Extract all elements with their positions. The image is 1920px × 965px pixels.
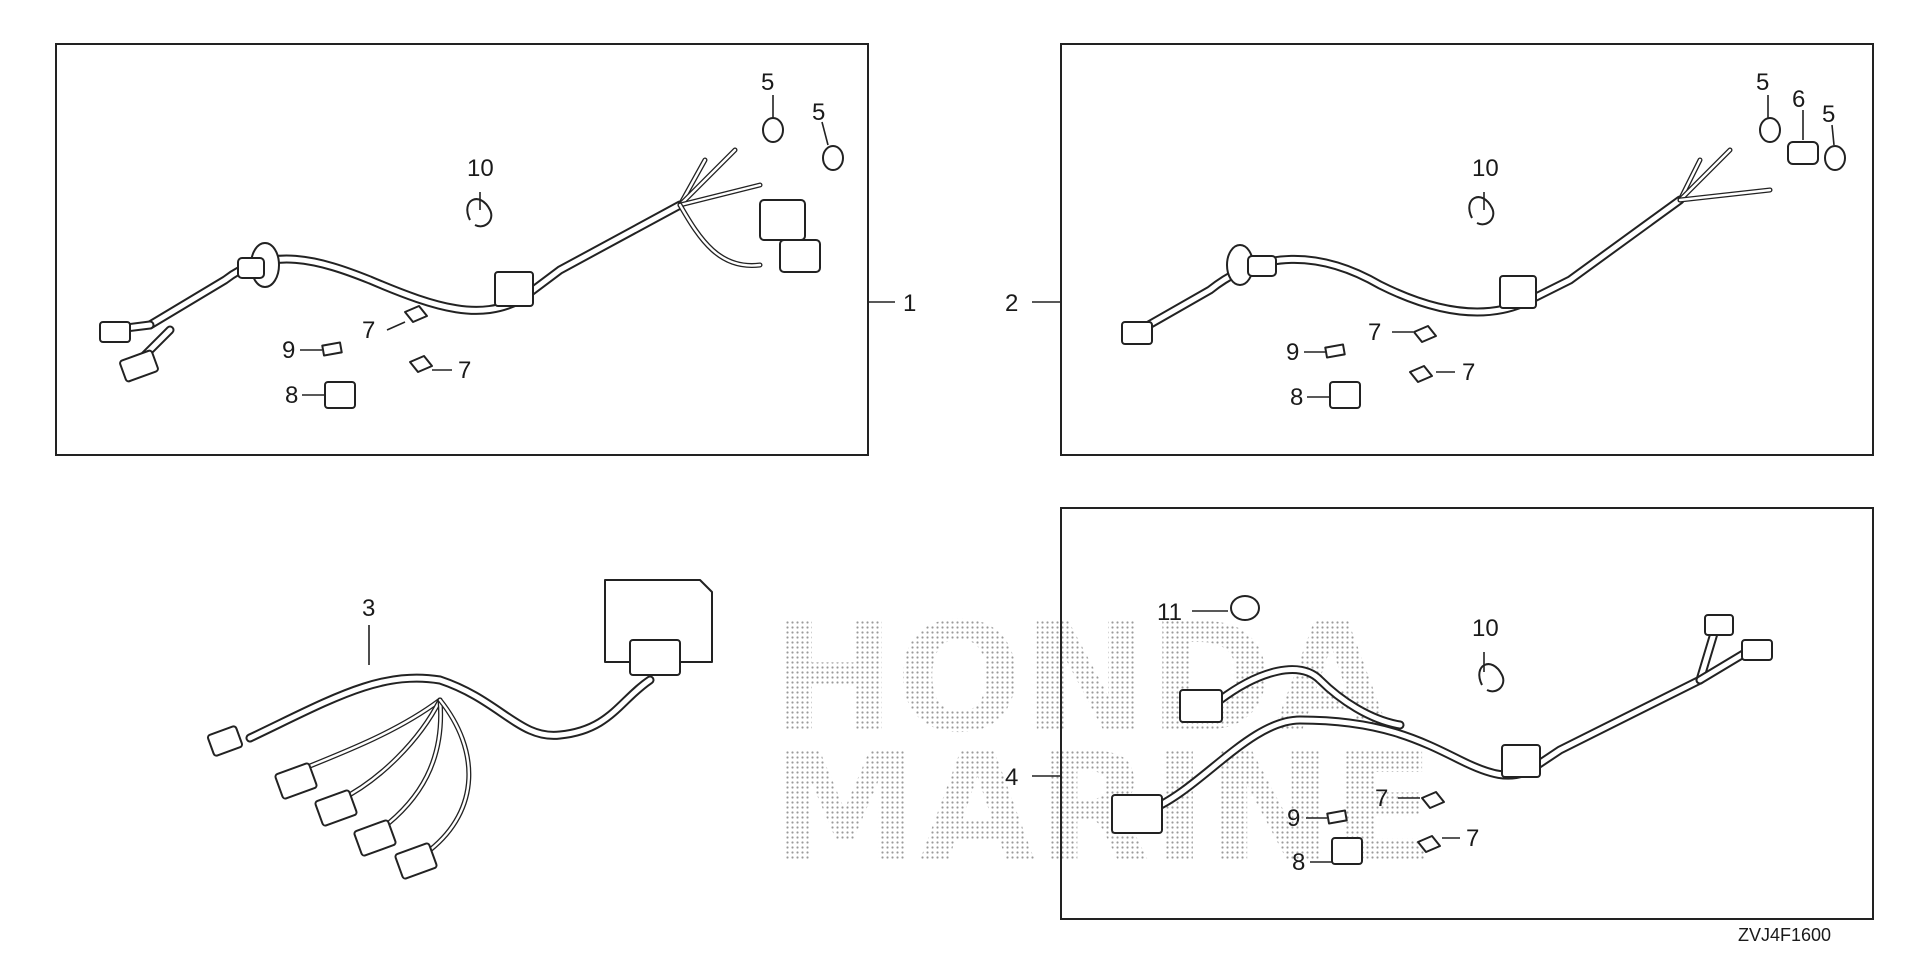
callout-7-e: 7 xyxy=(1375,785,1388,812)
panel-2-callouts: 2 5 6 5 10 7 7 9 8 xyxy=(1005,69,1835,411)
callout-11: 11 xyxy=(1157,599,1182,626)
callout-2: 2 xyxy=(1005,290,1018,317)
callout-9: 9 xyxy=(282,337,295,364)
callout-9-b: 9 xyxy=(1286,339,1299,366)
callout-8: 8 xyxy=(285,382,298,409)
callout-7-b: 7 xyxy=(458,357,471,384)
panel-1-callouts: 1 5 5 10 7 7 9 8 xyxy=(282,69,916,409)
panel-4-callouts: 4 11 10 7 7 9 8 xyxy=(1005,599,1499,876)
callout-10: 10 xyxy=(467,155,494,182)
callout-10-b: 10 xyxy=(1472,155,1499,182)
panel-4-frame xyxy=(1060,507,1874,920)
panel-2-frame xyxy=(1060,43,1874,456)
watermark: HONDA MARINE xyxy=(770,592,1435,896)
callout-7-f: 7 xyxy=(1466,825,1479,852)
callout-8-c: 8 xyxy=(1292,849,1305,876)
harness-1-drawing xyxy=(99,117,844,409)
callout-5-b: 5 xyxy=(812,99,825,126)
panel-1-frame xyxy=(55,43,869,456)
callout-8-b: 8 xyxy=(1290,384,1303,411)
harness-3: 3 xyxy=(206,579,713,880)
watermark-line1: HONDA xyxy=(770,592,1389,766)
callout-7-c: 7 xyxy=(1368,319,1381,346)
callout-5-c: 5 xyxy=(1756,69,1769,96)
callout-3: 3 xyxy=(362,595,375,622)
callout-5-a: 5 xyxy=(761,69,774,96)
callout-7-a: 7 xyxy=(362,317,375,344)
callout-7-d: 7 xyxy=(1462,359,1475,386)
panel-harness-2: 2 5 6 5 10 7 7 9 8 xyxy=(1005,43,1874,456)
callout-9-c: 9 xyxy=(1287,805,1300,832)
callout-10-c: 10 xyxy=(1472,615,1499,642)
harness-2-drawing xyxy=(1121,117,1846,409)
drawing-code: ZVJ4F1600 xyxy=(1738,925,1831,945)
harness-4-drawing xyxy=(1111,595,1773,865)
callout-5-d: 5 xyxy=(1822,101,1835,128)
callout-6: 6 xyxy=(1792,86,1805,113)
callout-4: 4 xyxy=(1005,764,1018,791)
callout-1: 1 xyxy=(903,290,916,317)
watermark-line2: MARINE xyxy=(770,722,1435,896)
panel-harness-1: 1 5 5 10 7 7 9 8 xyxy=(55,43,916,456)
harness-3-drawing xyxy=(206,579,713,880)
panel-harness-4: 4 11 10 7 7 9 8 xyxy=(1005,507,1874,920)
